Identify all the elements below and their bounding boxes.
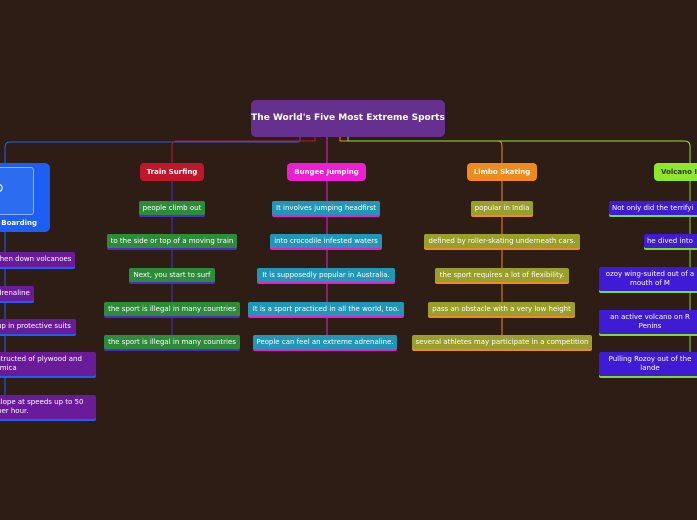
leaf-volcano-4[interactable]: an active volcano on R Penins — [599, 310, 697, 334]
branch-head-boarding[interactable]: ⊙ o Boarding — [0, 163, 50, 232]
branch-head-label: Volcano I — [661, 167, 697, 176]
leaf-bungee-2[interactable]: into crocodile infested waters — [270, 234, 382, 248]
leaf-label: Pulling Rozoy out of the lande — [608, 355, 692, 372]
leaf-train-1[interactable]: people climb out — [139, 201, 205, 215]
leaf-boarding-1[interactable]: then down volcanoes — [0, 252, 75, 267]
leaf-limbo-4[interactable]: pass an obstacle with a very low height — [428, 302, 575, 316]
leaf-limbo-1[interactable]: popular in India — [471, 201, 533, 215]
branch-head-bungee-jumping[interactable]: Bungee Jumping — [287, 163, 366, 181]
leaf-train-5[interactable]: the sport is illegal in many countries — [104, 335, 240, 349]
leaf-bungee-4[interactable]: It is a sport practiced in all the world… — [248, 302, 404, 316]
leaf-label: It is a sport practiced in all the world… — [252, 304, 400, 313]
camera-icon: ⊙ — [0, 167, 34, 215]
leaf-label: the sport is illegal in many countries — [108, 337, 236, 346]
leaf-train-4[interactable]: the sport is illegal in many countries — [104, 302, 240, 316]
connector-root-volcano — [347, 137, 691, 163]
leaf-label: ozoy wing-suited out of a mouth of M — [605, 270, 695, 287]
branch-head-label: Bungee Jumping — [294, 167, 359, 176]
leaf-label: up in protective suits — [0, 322, 71, 330]
root-topic[interactable]: The World's Five Most Extreme Sports — [251, 100, 445, 137]
leaf-boarding-2[interactable]: drenaline — [0, 286, 34, 301]
leaf-label: drenaline — [0, 289, 30, 297]
leaf-label: the sport requires a lot of flexibility. — [439, 270, 565, 279]
leaf-label: defined by roller-skating underneath car… — [428, 236, 576, 245]
leaf-label: People can feel an extreme adrenaline. — [256, 337, 394, 346]
leaf-limbo-5[interactable]: several athletes may participate in a co… — [412, 335, 592, 349]
leaf-label: Next, you start to surf — [133, 270, 211, 279]
leaf-volcano-3[interactable]: ozoy wing-suited out of a mouth of M — [599, 267, 697, 291]
leaf-label: into crocodile infested waters — [274, 236, 378, 245]
root-topic-label: The World's Five Most Extreme Sports — [251, 113, 445, 123]
branch-head-volcano[interactable]: Volcano I — [654, 163, 697, 181]
branch-head-train-surfing[interactable]: Train Surfing — [140, 163, 204, 181]
leaf-train-3[interactable]: Next, you start to surf — [129, 268, 215, 282]
leaf-label: to the side or top of a moving train — [110, 236, 234, 245]
branch-head-limbo-skating[interactable]: Limbo Skating — [467, 163, 537, 181]
branch-head-label: Limbo Skating — [473, 167, 531, 176]
leaf-boarding-5[interactable]: slope at speeds up to 50 per hour. — [0, 395, 96, 419]
leaf-label: It involves jumping headfirst — [276, 203, 376, 212]
leaf-label: Not only did the terrifyi — [612, 203, 694, 212]
leaf-label: several athletes may participate in a co… — [415, 337, 589, 346]
branch-head-label: o Boarding — [0, 219, 37, 227]
leaf-label: It is supposedly popular in Australia. — [262, 270, 390, 279]
leaf-volcano-1[interactable]: Not only did the terrifyi — [609, 201, 697, 215]
leaf-label: an active volcano on R Penins — [610, 313, 690, 330]
leaf-label: people climb out — [142, 203, 202, 212]
leaf-bungee-1[interactable]: It involves jumping headfirst — [272, 201, 380, 215]
leaf-label: then down volcanoes — [0, 255, 72, 263]
leaf-label: the sport is illegal in many countries — [108, 304, 236, 313]
leaf-label: popular in India — [474, 203, 530, 212]
leaf-label: he dived into — [647, 236, 693, 245]
leaf-label: slope at speeds up to 50 per hour. — [0, 398, 84, 415]
connector-root-train — [171, 137, 316, 163]
leaf-volcano-2[interactable]: he dived into — [644, 234, 697, 248]
leaf-limbo-2[interactable]: defined by roller-skating underneath car… — [424, 234, 580, 248]
leaf-bungee-5[interactable]: People can feel an extreme adrenaline. — [253, 335, 397, 349]
branch-head-label: Train Surfing — [146, 167, 198, 176]
leaf-volcano-5[interactable]: Pulling Rozoy out of the lande — [599, 352, 697, 376]
leaf-bungee-3[interactable]: It is supposedly popular in Australia. — [257, 268, 395, 282]
leaf-train-2[interactable]: to the side or top of a moving train — [107, 234, 237, 248]
leaf-label: pass an obstacle with a very low height — [432, 304, 571, 313]
leaf-limbo-3[interactable]: the sport requires a lot of flexibility. — [435, 268, 569, 282]
leaf-boarding-3[interactable]: up in protective suits — [0, 319, 76, 334]
